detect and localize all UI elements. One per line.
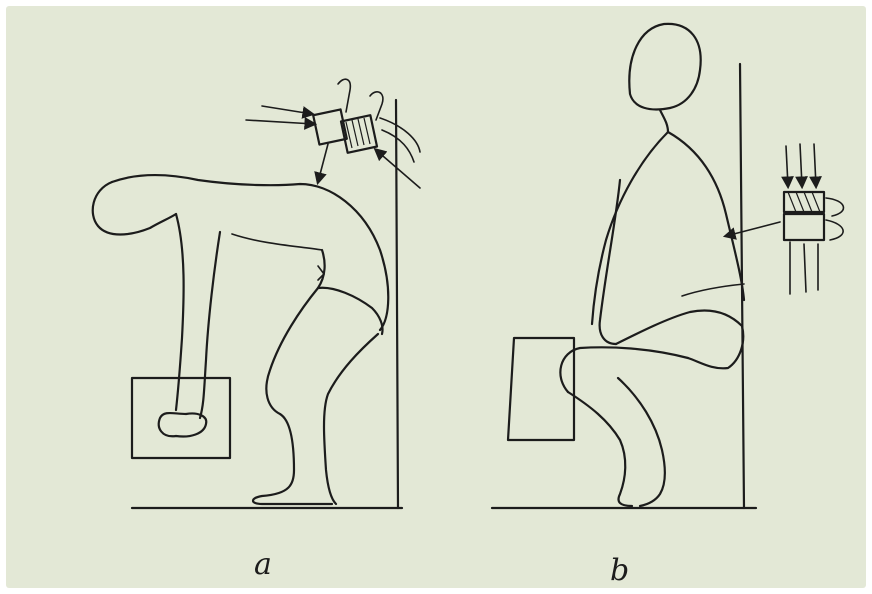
panel-b-caption: b xyxy=(610,553,629,588)
paper-background xyxy=(6,6,866,588)
panel-a-caption: a xyxy=(254,547,272,582)
